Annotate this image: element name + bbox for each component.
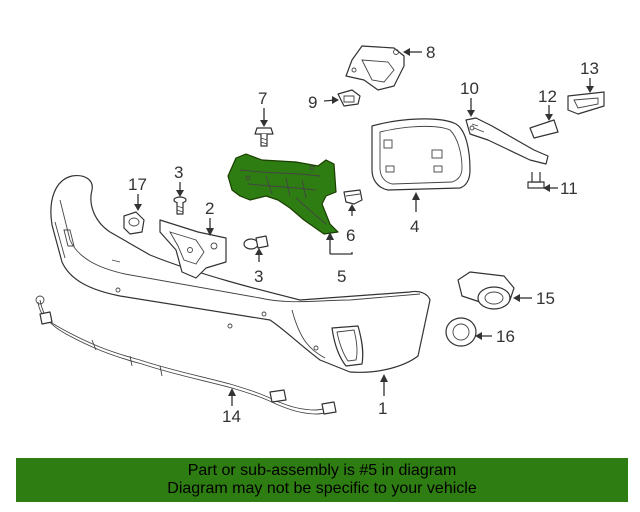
callout-12[interactable]: 12: [538, 87, 557, 106]
callout-6[interactable]: 6: [346, 226, 355, 245]
callout-14[interactable]: 14: [222, 407, 241, 426]
part-12-pad[interactable]: [529, 119, 559, 139]
callout-10[interactable]: 10: [460, 79, 479, 98]
part-5-impact-bar-bracket[interactable]: [227, 153, 339, 235]
callout-17[interactable]: 17: [128, 175, 147, 194]
callout-16[interactable]: 16: [496, 327, 515, 346]
callout-3-upper[interactable]: 3: [174, 163, 183, 182]
callout-9[interactable]: 9: [308, 93, 317, 112]
callout-7[interactable]: 7: [258, 89, 267, 108]
part-15-park-sensor[interactable]: [457, 271, 515, 310]
part-11-bolt[interactable]: [527, 172, 545, 189]
callout-3-lower[interactable]: 3: [254, 267, 263, 286]
callout-8[interactable]: 8: [426, 43, 435, 62]
part-6-clip[interactable]: [343, 189, 363, 205]
part-3-bolt-lower[interactable]: [243, 235, 269, 250]
callout-labels: 1 2 3 3 4 5 6 7 8 9 10 11 12 13 14 15 16…: [128, 43, 599, 426]
leader-lines: [134, 48, 594, 406]
callout-1[interactable]: 1: [378, 399, 387, 418]
part-3-screw-upper[interactable]: [173, 196, 187, 215]
callout-5[interactable]: 5: [337, 267, 346, 286]
part-1-bumper[interactable]: [50, 175, 431, 373]
part-9-bolt[interactable]: [337, 89, 361, 107]
callout-11[interactable]: 11: [560, 179, 578, 198]
banner-line-part-number: Part or sub-assembly is #5 in diagram: [187, 462, 457, 479]
callout-13[interactable]: 13: [580, 59, 599, 78]
part-4-lamp-bezel[interactable]: [371, 118, 471, 191]
part-16-grommet[interactable]: [445, 317, 477, 347]
banner-line-disclaimer: Diagram may not be specific to your vehi…: [167, 480, 477, 497]
part-7-bolt[interactable]: [254, 127, 274, 147]
part-8-mount-bracket[interactable]: [345, 45, 405, 91]
callout-2[interactable]: 2: [205, 199, 214, 218]
part-17-retainer[interactable]: [123, 211, 145, 235]
callout-15[interactable]: 15: [536, 289, 555, 308]
part-13-side-bracket[interactable]: [567, 91, 605, 115]
info-banner: Part or sub-assembly is #5 in diagram Di…: [16, 458, 628, 502]
part-14-wiring-harness[interactable]: [35, 295, 337, 415]
part-10-brace[interactable]: [465, 117, 549, 165]
callout-4[interactable]: 4: [410, 217, 419, 236]
